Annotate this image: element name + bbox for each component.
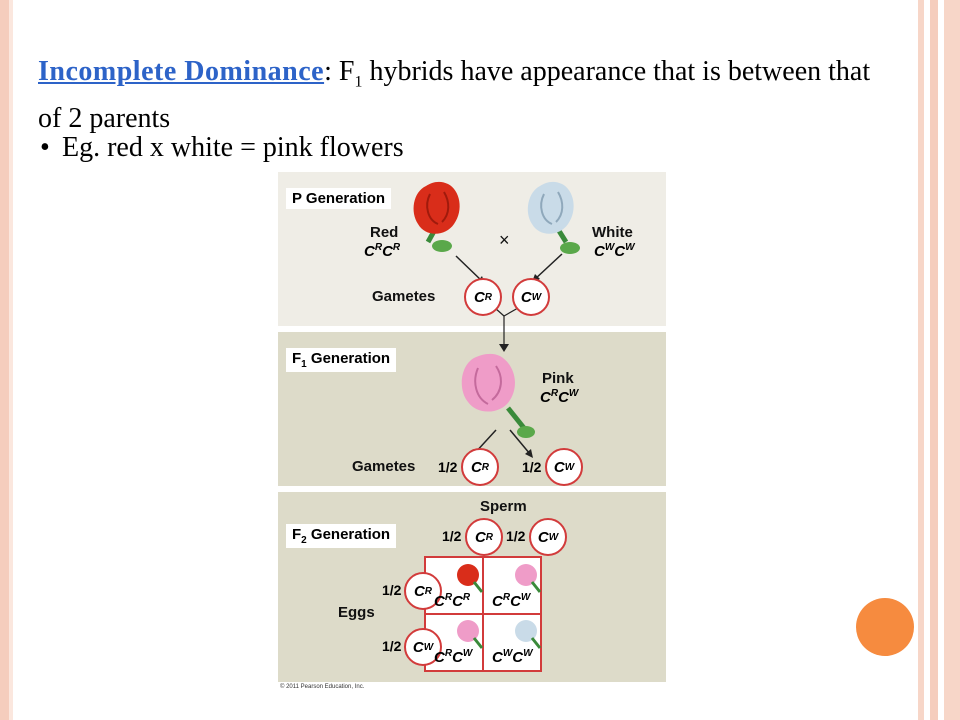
f1-generation-label: F1 Generation bbox=[286, 348, 397, 372]
bullet-text: Eg. red x white = pink flowers bbox=[62, 132, 404, 163]
fraction-half: 1/2 bbox=[382, 582, 402, 598]
mini-red-flower bbox=[457, 564, 484, 593]
slide-heading: Incomplete Dominance: F1 hybrids have ap… bbox=[38, 54, 898, 137]
genotype-crcr: CRCR bbox=[434, 592, 471, 610]
arrow-line bbox=[455, 255, 484, 283]
mini-pink-flower bbox=[457, 620, 484, 649]
sperm-label: Sperm bbox=[480, 498, 527, 515]
fraction-half: 1/2 bbox=[442, 528, 462, 544]
white-label: White bbox=[592, 224, 633, 241]
orange-circle-decoration bbox=[856, 598, 914, 656]
eggs-label: Eggs bbox=[338, 604, 375, 621]
p-generation-label: P Generation bbox=[286, 188, 392, 209]
arrow-line bbox=[509, 429, 531, 455]
mini-pink-flower bbox=[515, 564, 542, 593]
pink-flower-illustration bbox=[461, 353, 535, 438]
red-flower-illustration bbox=[413, 181, 460, 252]
fraction-half: 1/2 bbox=[522, 459, 542, 475]
white-flower-illustration bbox=[527, 181, 580, 254]
left-border-decoration-inner bbox=[9, 0, 13, 720]
white-genotype: CWCW bbox=[594, 242, 635, 260]
gametes-label: Gametes bbox=[372, 288, 436, 305]
bullet-dot: • bbox=[40, 132, 50, 163]
red-genotype: CRCR bbox=[364, 242, 401, 260]
left-border-decoration bbox=[0, 0, 9, 720]
right-border-stripe bbox=[944, 0, 960, 720]
arrow-head bbox=[499, 344, 509, 352]
fraction-half: 1/2 bbox=[506, 528, 526, 544]
heading-colon: : F bbox=[324, 56, 355, 87]
copyright-text: © 2011 Pearson Education, Inc. bbox=[280, 684, 365, 690]
fraction-half: 1/2 bbox=[438, 459, 458, 475]
genotype-crcw: CRCW bbox=[492, 592, 531, 610]
gametes-label-f1: Gametes bbox=[352, 458, 416, 475]
pink-genotype: CRCW bbox=[540, 388, 579, 406]
f2-generation-label: F2 Generation bbox=[286, 524, 397, 548]
term-link[interactable]: Incomplete Dominance bbox=[38, 56, 325, 87]
right-border-stripe bbox=[918, 0, 924, 720]
arrow-line bbox=[533, 253, 563, 281]
heading-subscript: 1 bbox=[354, 73, 363, 91]
fraction-half: 1/2 bbox=[382, 638, 402, 654]
mini-white-flower bbox=[515, 620, 542, 649]
cross-symbol: × bbox=[499, 230, 510, 250]
arrow-head bbox=[525, 449, 533, 458]
genotype-cwcw: CWCW bbox=[492, 648, 533, 666]
bullet-item: • Eg. red x white = pink flowers bbox=[40, 130, 404, 166]
genotype-crcw: CRCW bbox=[434, 648, 473, 666]
pink-label: Pink bbox=[542, 370, 574, 387]
right-border-stripe bbox=[930, 0, 938, 720]
heading-text: hybrids have appearance that is between … bbox=[38, 56, 871, 134]
genetics-figure: P Generation Red CRCR × White CWCW Gamet… bbox=[278, 172, 666, 696]
red-label: Red bbox=[370, 224, 399, 241]
